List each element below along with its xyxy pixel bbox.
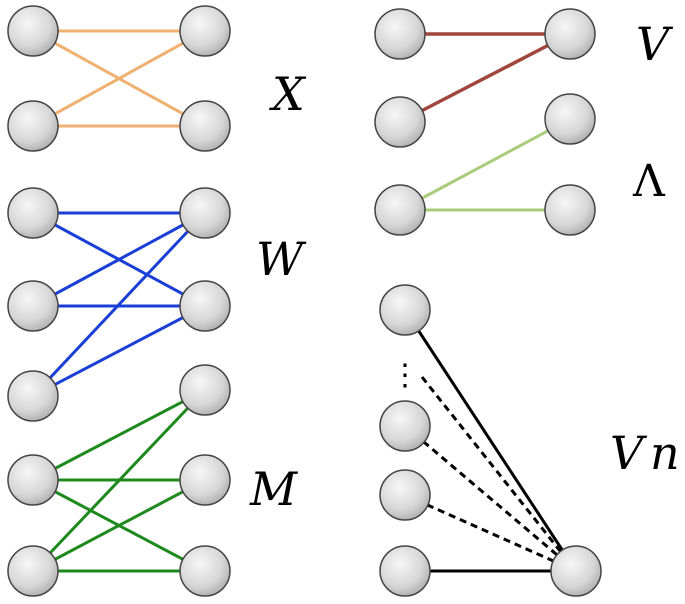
w-node-right-1 — [179, 187, 231, 239]
v-edge-2 — [399, 32, 571, 124]
nodes — [7, 5, 602, 597]
lambda-node-right-2 — [544, 184, 596, 236]
x-node-left-2 — [7, 100, 59, 152]
v-gadget-edges — [399, 32, 571, 124]
lambda-node-right-1 — [544, 93, 596, 145]
v-node-right-1 — [544, 8, 596, 60]
vn-node-left-1 — [379, 284, 431, 336]
label-w: W — [256, 232, 307, 286]
w-gadget-edges — [31, 211, 207, 398]
lambda-edge-1 — [399, 117, 571, 212]
x-edge-cross-2 — [32, 29, 206, 128]
m-node-right-2 — [179, 454, 231, 506]
vn-node-left-2 — [379, 400, 431, 452]
lambda-node-left-1 — [374, 184, 426, 236]
m-edge-1 — [32, 388, 206, 482]
m-edge-4 — [31, 388, 207, 573]
m-node-left-1 — [7, 454, 59, 506]
m-node-left-2 — [7, 545, 59, 597]
v-node-left-1 — [374, 8, 426, 60]
w-node-right-2 — [179, 280, 231, 332]
label-x: X — [269, 67, 307, 121]
w-edge-5 — [31, 211, 207, 398]
x-gadget-edges — [32, 29, 206, 128]
x-node-right-2 — [179, 100, 231, 152]
label-vn-v: V — [610, 426, 648, 480]
lambda-gadget-edges — [399, 117, 571, 212]
vn-ellipsis: ⋮ — [390, 358, 420, 393]
vn-node-left-3 — [379, 469, 431, 521]
x-node-left-1 — [7, 5, 59, 57]
w-edge-6 — [32, 304, 206, 398]
vn-node-right-1 — [550, 545, 602, 597]
label-m: M — [249, 462, 299, 516]
vn-node-left-4 — [379, 545, 431, 597]
m-gadget-edges — [31, 388, 207, 573]
x-node-right-1 — [179, 5, 231, 57]
vn-edge-dashed-ellipsis — [420, 376, 578, 572]
vn-gadget-edges — [403, 309, 578, 573]
label-lambda: Λ — [632, 156, 666, 207]
m-node-right-1 — [179, 364, 231, 416]
vn-edge-dashed-1 — [404, 424, 577, 573]
vn-edge-solid-top — [403, 309, 578, 572]
v-node-left-2 — [374, 96, 426, 148]
m-node-right-3 — [179, 545, 231, 597]
label-vn-n: n — [650, 426, 680, 480]
label-v: V — [636, 17, 674, 71]
w-node-left-2 — [7, 280, 59, 332]
m-edge-5 — [32, 478, 206, 573]
w-edge-3 — [32, 211, 206, 308]
w-node-left-3 — [7, 370, 59, 422]
w-node-left-1 — [7, 187, 59, 239]
